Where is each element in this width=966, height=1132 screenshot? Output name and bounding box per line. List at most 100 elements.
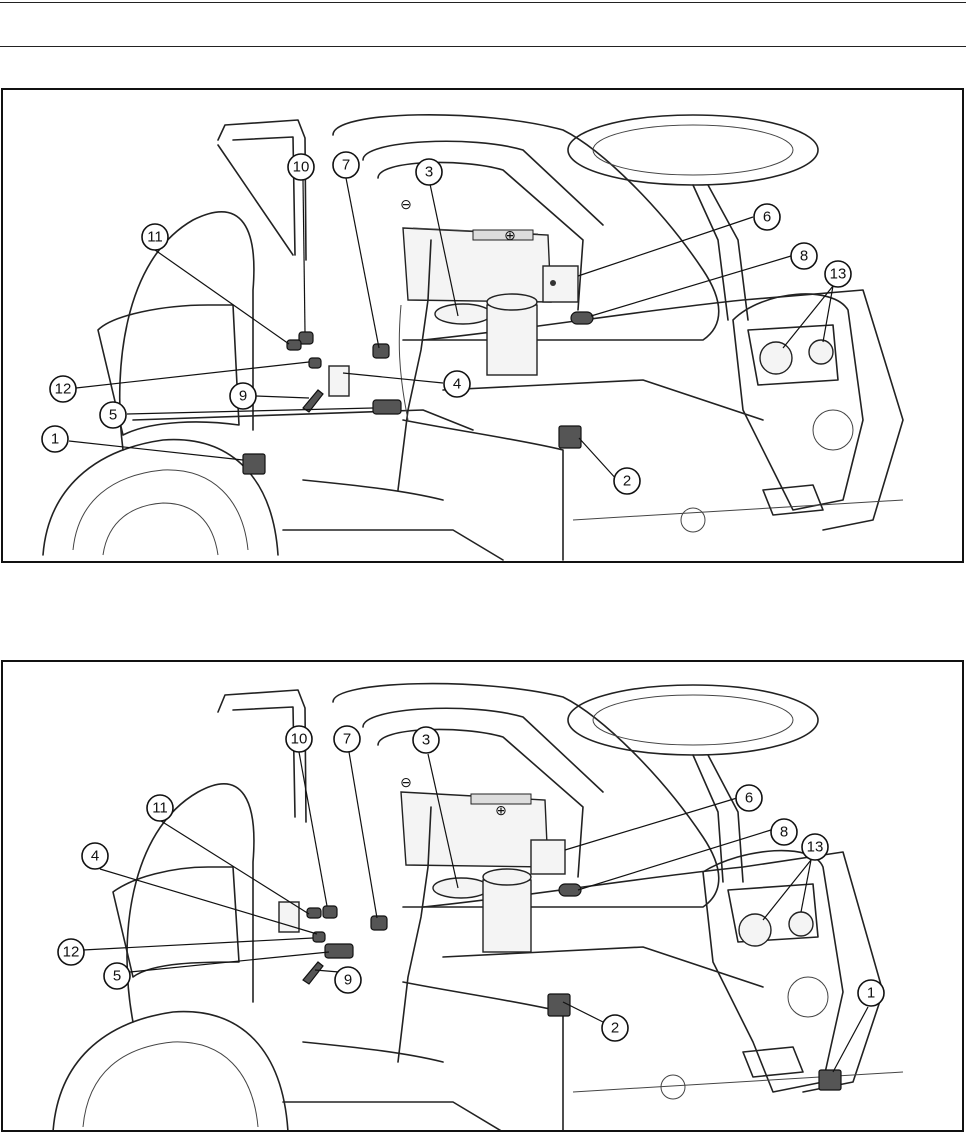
- callout-8: 8: [790, 242, 818, 270]
- callout-12: 12: [57, 938, 85, 966]
- callout-7: 7: [332, 151, 360, 179]
- svg-text:4: 4: [91, 848, 99, 865]
- part-2-top: [558, 425, 582, 449]
- callout-3: 3: [415, 158, 443, 186]
- negative-terminal-symbol: ⊖: [400, 196, 412, 212]
- svg-text:13: 13: [830, 266, 847, 283]
- svg-text:5: 5: [113, 968, 121, 985]
- part-2-bottom: [547, 993, 571, 1017]
- svg-text:1: 1: [51, 431, 59, 448]
- callout-5: 5: [99, 401, 127, 429]
- svg-text:7: 7: [343, 731, 351, 748]
- svg-text:9: 9: [239, 388, 247, 405]
- part-8-top: [570, 311, 594, 325]
- callout-6: 6: [735, 784, 763, 812]
- part-4-top: [328, 365, 350, 397]
- part-12-top: [308, 357, 322, 369]
- starter-relay: [542, 265, 579, 303]
- tractor-linework: [42, 113, 904, 561]
- svg-text:11: 11: [152, 800, 168, 817]
- callout-13: 13: [824, 260, 852, 288]
- svg-text:2: 2: [623, 473, 631, 490]
- part-9-top: [302, 389, 324, 413]
- callout-2: 2: [613, 467, 641, 495]
- callout-13: 13: [801, 833, 829, 861]
- figure-top: ⊖ ⊕ 1 2 3 4 5 6 7 8 9 10 11 12 13: [1, 88, 964, 563]
- part-5-top: [372, 399, 402, 415]
- part-11-bottom: [306, 907, 322, 919]
- solenoid: [434, 293, 538, 376]
- light-right-top: [808, 339, 834, 365]
- part-12-bottom: [312, 931, 326, 943]
- part-8-bottom: [558, 883, 582, 897]
- callout-9: 9: [334, 966, 362, 994]
- svg-text:6: 6: [763, 209, 771, 226]
- callout-8: 8: [770, 818, 798, 846]
- part-9-bottom: [302, 961, 324, 985]
- svg-text:1: 1: [867, 985, 875, 1002]
- svg-text:10: 10: [291, 731, 308, 748]
- callout-11: 11: [146, 794, 174, 822]
- part-1-top: [242, 453, 266, 475]
- callout-3: 3: [412, 726, 440, 754]
- figure-bottom: ⊖ ⊕ 1 2 3 4 5 6 7 8 9 10 11 12 13: [1, 660, 964, 1132]
- positive-terminal-symbol: ⊕: [504, 227, 516, 243]
- cable-sleeve: [398, 304, 409, 421]
- svg-text:5: 5: [109, 407, 117, 424]
- part-11-top: [286, 339, 302, 351]
- svg-text:11: 11: [147, 229, 163, 246]
- svg-text:⊖: ⊖: [400, 196, 412, 212]
- cable: [397, 806, 432, 1063]
- callout-11: 11: [141, 223, 169, 251]
- svg-text:12: 12: [63, 944, 80, 961]
- svg-text:6: 6: [745, 790, 753, 807]
- callout-10: 10: [287, 153, 315, 181]
- tractor-linework: [52, 682, 904, 1130]
- part-10-bottom: [322, 905, 338, 919]
- callout-6: 6: [753, 203, 781, 231]
- part-7-top: [372, 343, 390, 359]
- svg-text:7: 7: [342, 157, 350, 174]
- callout-4: 4: [81, 842, 109, 870]
- tractor-illustration-bottom: ⊖ ⊕ 1 2 3 4 5 6 7 8 9 10 11 12 13: [52, 682, 904, 1130]
- solenoid: [432, 868, 532, 953]
- part-10-top: [298, 331, 314, 345]
- callout-7: 7: [333, 725, 361, 753]
- svg-text:⊕: ⊕: [504, 227, 516, 243]
- light-left-top: [759, 341, 793, 375]
- callout-10: 10: [285, 725, 313, 753]
- svg-text:12: 12: [55, 381, 72, 398]
- leader-lines: [68, 177, 834, 482]
- header-rule-top: [0, 2, 966, 3]
- tractor-illustration-top: ⊖ ⊕ 1 2 3 4 5 6 7 8 9 10 11 12 13: [41, 113, 904, 561]
- svg-text:9: 9: [344, 972, 352, 989]
- svg-text:3: 3: [422, 732, 430, 749]
- svg-text:8: 8: [780, 824, 788, 841]
- part-1-bottom: [818, 1069, 842, 1091]
- leader-lines: [82, 751, 869, 1073]
- battery: [402, 227, 552, 303]
- svg-text:3: 3: [425, 164, 433, 181]
- svg-text:8: 8: [800, 248, 808, 265]
- callout-5: 5: [103, 962, 131, 990]
- svg-text:2: 2: [611, 1020, 619, 1037]
- svg-text:⊖: ⊖: [400, 774, 412, 790]
- part-7-bottom: [370, 915, 388, 931]
- cable: [397, 239, 432, 491]
- callout-2: 2: [601, 1014, 629, 1042]
- callout-1: 1: [857, 979, 885, 1007]
- svg-text:13: 13: [807, 839, 824, 856]
- svg-text:10: 10: [293, 159, 310, 176]
- header-rule-bottom: [0, 46, 966, 47]
- battery: [400, 791, 549, 868]
- negative-terminal-symbol: ⊖: [400, 774, 412, 790]
- positive-terminal-symbol: ⊕: [495, 802, 507, 818]
- svg-text:⊕: ⊕: [495, 802, 507, 818]
- callout-4: 4: [443, 370, 471, 398]
- light-left-bottom: [738, 913, 772, 947]
- part-5-bottom: [324, 943, 354, 959]
- light-right-bottom: [788, 911, 814, 937]
- svg-text:4: 4: [453, 376, 461, 393]
- callout-12: 12: [49, 375, 77, 403]
- callout-9: 9: [229, 382, 257, 410]
